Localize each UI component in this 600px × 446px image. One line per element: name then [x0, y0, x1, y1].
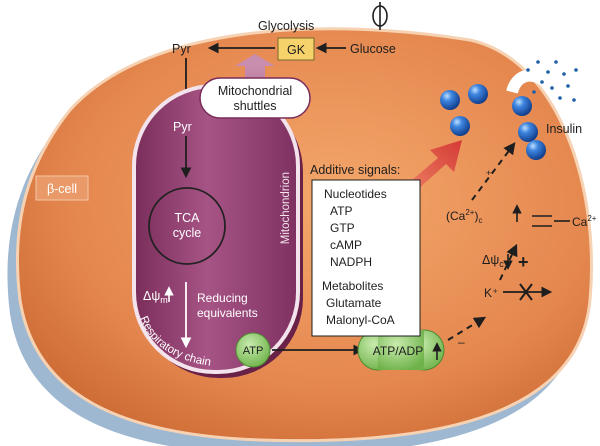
insulin-vesicle: [440, 90, 460, 110]
insulin-vesicle: [526, 140, 546, 160]
ca-to-insulin-dashed-arrow: [471, 142, 516, 201]
reducing-label-1: Reducing: [197, 291, 248, 305]
tca-label-2: cycle: [173, 226, 202, 240]
minus-label: –: [458, 335, 465, 349]
gk-label: GK: [287, 43, 306, 57]
insulin-vesicle: [512, 96, 532, 116]
mitochondrial-shuttles-label-2: shuttles: [233, 99, 276, 113]
pyr-label: Pyr: [172, 42, 191, 56]
pyr-inner-label: Pyr: [173, 120, 192, 134]
insulin-vesicle: [468, 84, 488, 104]
nucleotides-title: Nucleotides: [324, 187, 387, 201]
additive-signals-box: [311, 179, 421, 337]
nucleotide-camp: cAMP: [330, 238, 362, 252]
metabolite-glutamate: Glutamate: [326, 296, 382, 310]
calcium-channel-icon: [532, 215, 570, 227]
plus-small-label: +: [486, 168, 491, 178]
nucleotide-gtp: GTP: [330, 221, 355, 235]
insulin-label: Insulin: [546, 122, 582, 136]
cytosolic-calcium-label: (Ca2+)c: [446, 208, 482, 225]
extracellular-calcium-label: Ca2+: [572, 214, 597, 229]
glucose-transporter-icon: [372, 2, 388, 30]
atp-mito-circle: [235, 332, 271, 368]
mitochondrion: [132, 84, 300, 374]
plus-big-label: +: [518, 252, 529, 272]
insulin-release-pore: [506, 69, 550, 94]
glycolysis-label: Glycolysis: [258, 19, 314, 33]
gk-enzyme-box: [277, 37, 315, 61]
mitochondrial-shuttles-box: [199, 77, 311, 119]
atp-mito-label: ATP: [243, 345, 264, 357]
insulin-vesicle: [450, 116, 470, 136]
nucleotide-nadph: NADPH: [330, 255, 372, 269]
atp-adp-label: ATP/ADP: [373, 344, 423, 358]
mitochondrial-shuttles-label-1: Mitochondrial: [218, 84, 292, 98]
tca-label-1: TCA: [175, 211, 201, 225]
k-atp-channel-icon: [503, 283, 553, 301]
glucose-label: Glucose: [350, 42, 396, 56]
atp-to-k-channel-dashed-arrow: [447, 316, 487, 341]
metabolite-malonyl-coa: Malonyl-CoA: [326, 313, 395, 327]
released-insulin-dots: [526, 60, 578, 102]
atp-adp-ratio-icon: [357, 329, 445, 371]
k-plus-label: K⁺: [484, 286, 498, 300]
delta-psi-m-label: Δψm: [143, 289, 168, 305]
tca-cycle-circle: [148, 187, 226, 265]
metabolites-title: Metabolites: [322, 279, 383, 293]
insulin-vesicle: [518, 122, 538, 142]
insulin-vesicles: [440, 84, 546, 160]
reducing-label-2: equivalents: [197, 306, 258, 320]
nucleotide-atp: ATP: [330, 204, 352, 218]
mitochondrion-label: Mitochondrion: [280, 172, 292, 244]
beta-cell-label: β-cell: [47, 182, 77, 196]
additive-signals-label: Additive signals:: [310, 163, 400, 177]
delta-psi-c-label: Δψc: [482, 253, 504, 269]
beta-cell-tag: [35, 175, 89, 201]
